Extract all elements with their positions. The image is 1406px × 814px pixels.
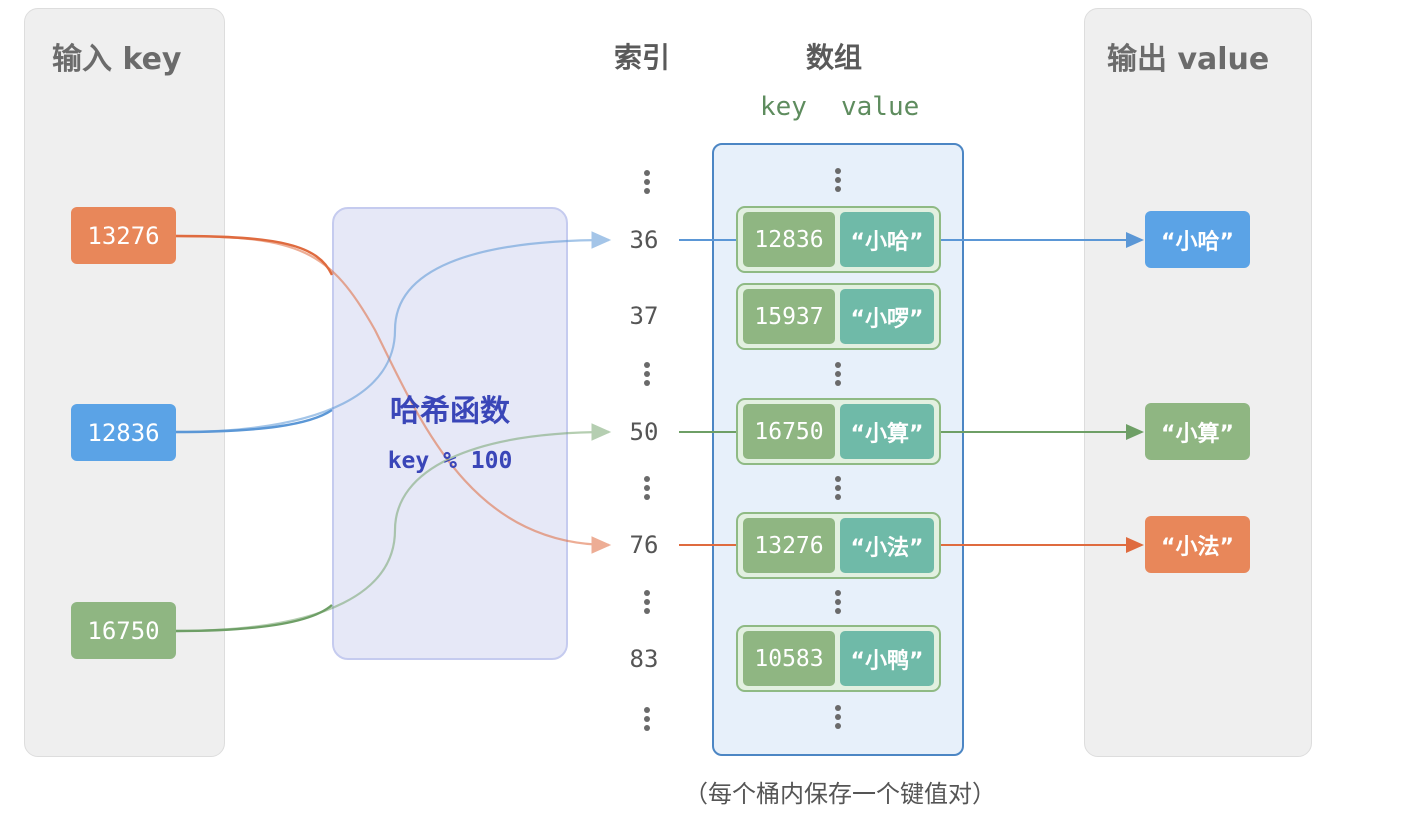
bucket-key: 10583: [743, 631, 835, 686]
index-column-header: 索引: [614, 41, 671, 74]
hash-function-label: 哈希函数: [390, 394, 510, 429]
ellipsis-icon: [643, 170, 651, 197]
ellipsis-icon: [834, 476, 842, 503]
ellipsis-icon: [834, 705, 842, 732]
bucket-value: “小鸭”: [840, 631, 934, 686]
bucket-36: 12836 “小哈”: [736, 206, 941, 273]
ellipsis-icon: [834, 590, 842, 617]
array-column-header: 数组: [806, 41, 863, 74]
bucket-key: 16750: [743, 404, 835, 459]
curve-13276-to-76: [175, 234, 612, 554]
array-caption: （每个桶内保存一个键值对）: [684, 780, 996, 808]
bucket-value: “小哈”: [840, 212, 934, 267]
index-76: 76: [629, 531, 659, 559]
output-panel: [1084, 8, 1312, 757]
input-key-16750: 16750: [71, 602, 176, 659]
input-key-13276: 13276: [71, 207, 176, 264]
ellipsis-icon: [834, 362, 842, 389]
ellipsis-icon: [834, 168, 842, 195]
index-37: 37: [629, 302, 659, 330]
bucket-key: 12836: [743, 212, 835, 267]
bucket-value: “小啰”: [840, 289, 934, 344]
bucket-50: 16750 “小算”: [736, 398, 941, 465]
index-83: 83: [629, 645, 659, 673]
ellipsis-icon: [643, 476, 651, 503]
key-header: key: [760, 92, 807, 122]
ellipsis-icon: [643, 362, 651, 389]
ellipsis-icon: [643, 590, 651, 617]
output-panel-title: 输出 value: [1107, 42, 1270, 77]
input-panel-title: 输入 key: [52, 42, 182, 77]
bucket-value: “小法”: [840, 518, 934, 573]
bucket-37: 15937 “小啰”: [736, 283, 941, 350]
index-36: 36: [629, 226, 659, 254]
output-value-xiaosuan: “小算”: [1145, 403, 1250, 460]
value-header: value: [841, 92, 920, 122]
bucket-76: 13276 “小法”: [736, 512, 941, 579]
hash-function-formula: key % 100: [387, 448, 513, 474]
bucket-key: 15937: [743, 289, 835, 344]
bucket-83: 10583 “小鸭”: [736, 625, 941, 692]
ellipsis-icon: [643, 707, 651, 734]
curve-16750-to-50: [175, 423, 612, 633]
index-50: 50: [629, 418, 659, 446]
bucket-key: 13276: [743, 518, 835, 573]
input-key-12836: 12836: [71, 404, 176, 461]
bucket-value: “小算”: [840, 404, 934, 459]
curve-12836-to-36: [175, 231, 612, 434]
output-value-xiaoha: “小哈”: [1145, 211, 1250, 268]
output-value-xiaofa: “小法”: [1145, 516, 1250, 573]
